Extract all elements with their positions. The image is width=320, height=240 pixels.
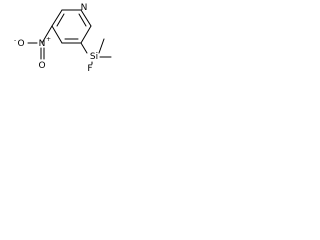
chemical-structure-diagram: N N + O - O Si F xyxy=(14,3,112,74)
nitro-oxygen-double-label: O xyxy=(38,61,45,71)
silicon-label: Si xyxy=(90,52,98,62)
nitro-group xyxy=(27,25,53,60)
fluorine-label: F xyxy=(87,64,92,74)
bond-n1-c6 xyxy=(80,9,92,27)
nitro-nitrogen-label: N xyxy=(39,39,46,49)
nitro-oxygen-single-label: O xyxy=(17,39,24,49)
bond-c3-nitro-n xyxy=(41,25,53,44)
bond-c3-c2 xyxy=(51,9,63,27)
nitro-nitrogen-charge: + xyxy=(46,36,51,43)
bond-si-methyl-up xyxy=(98,38,105,54)
fluorodimethylsilyl-group xyxy=(80,38,112,65)
bond-c5-si xyxy=(80,42,88,54)
ring-nitrogen-label: N xyxy=(81,3,88,13)
bond-c3-c2-inner xyxy=(56,13,65,27)
bond-n1-c6-inner xyxy=(78,13,87,27)
nitro-oxygen-single-charge: - xyxy=(14,37,16,44)
pyridine-ring xyxy=(51,9,92,44)
bond-c4-c3 xyxy=(51,25,63,44)
bond-c6-c5 xyxy=(80,25,92,44)
